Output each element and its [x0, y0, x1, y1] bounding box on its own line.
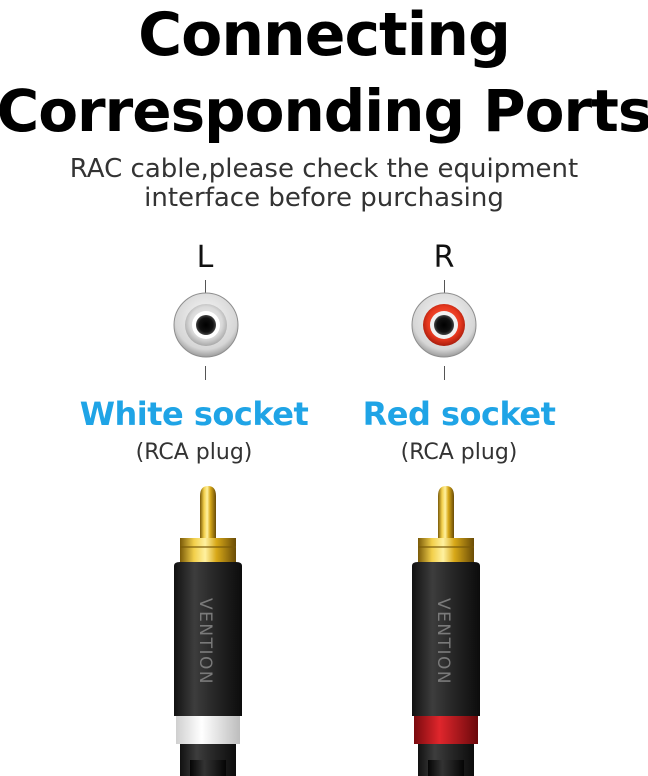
white-rca-plug: VENTION	[174, 486, 242, 776]
red-plug-label: (RCA plug)	[400, 440, 518, 465]
left-channel-letter: L	[196, 240, 214, 275]
white-plug-brand: VENTION	[195, 598, 215, 685]
title-line-2: Corresponding Ports	[0, 77, 648, 145]
right-tick-bottom	[444, 366, 445, 380]
red-socket-label: Red socket	[362, 395, 556, 433]
left-tick-top	[205, 280, 206, 294]
right-tick-top	[444, 280, 445, 294]
title-line-1: Connecting	[138, 0, 511, 70]
subtitle-line-1: RAC cable,please check the equipment	[69, 154, 579, 184]
white-plug-label: (RCA plug)	[135, 440, 253, 465]
red-rca-plug: VENTION	[412, 486, 480, 776]
red-socket-icon	[411, 292, 477, 358]
left-tick-bottom	[205, 366, 206, 380]
white-socket-label: White socket	[79, 395, 309, 433]
red-plug-brand: VENTION	[433, 598, 453, 685]
right-channel-letter: R	[433, 240, 455, 275]
white-socket-icon	[173, 292, 239, 358]
subtitle-line-2: interface before purchasing	[144, 183, 504, 213]
